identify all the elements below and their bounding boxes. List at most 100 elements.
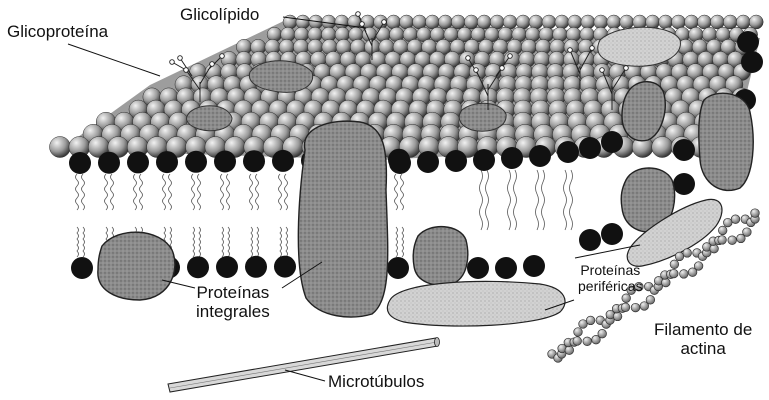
lipid-head: [335, 15, 349, 29]
phosphate-head-top: [501, 147, 523, 169]
lipid-tail-top: [250, 174, 253, 210]
lipid-tail-top: [105, 174, 108, 210]
lipid-tail-bottom: [402, 227, 404, 257]
actin-bead: [573, 337, 582, 346]
lipid-tail-top: [570, 170, 573, 230]
lipid-tail-bottom: [286, 227, 288, 257]
actin-bead: [718, 226, 727, 235]
lipid-tail-bottom: [199, 227, 201, 257]
phosphate-head-bottom: [245, 256, 267, 278]
lipid-tail-top: [486, 170, 489, 230]
actin-bead: [574, 328, 583, 337]
label-proteinas-perifericas-line2: periféricas: [578, 278, 643, 294]
actin-bead: [683, 249, 692, 258]
lipid-head: [620, 15, 634, 29]
lipid-tail-bottom: [228, 227, 230, 257]
actin-bead: [598, 329, 607, 338]
lipid-head: [438, 15, 452, 29]
actin-bead: [622, 294, 631, 303]
lipid-tail-top: [227, 174, 230, 210]
lipid-tail-top: [508, 170, 511, 230]
actin-bead: [731, 215, 740, 224]
phosphate-head-bottom: [601, 223, 623, 245]
lipid-head: [50, 137, 71, 158]
lipid-tail-bottom: [280, 227, 282, 257]
actin-bead: [613, 312, 622, 321]
phosphate-head-top: [69, 152, 91, 174]
actin-bead: [743, 228, 752, 237]
phosphate-head-top: [445, 150, 467, 172]
integral-protein-large: [298, 121, 387, 317]
actin-bead: [662, 278, 671, 287]
actin-bead: [586, 316, 595, 325]
actin-bead: [631, 303, 640, 312]
label-filamento-line1: Filamento de: [654, 320, 752, 339]
lipid-head: [451, 15, 465, 29]
lipid-head: [516, 15, 530, 29]
actin-bead: [718, 236, 727, 245]
phosphate-head-top: [214, 151, 236, 173]
label-glicoproteina: Glicoproteína: [7, 22, 108, 42]
lipid-tail-top: [76, 174, 79, 210]
surface-protein-b: [459, 103, 506, 131]
label-microtubulos: Microtúbulos: [328, 372, 424, 392]
lipid-head: [594, 15, 608, 29]
actin-bead: [670, 260, 679, 269]
actin-bead: [694, 262, 703, 271]
lipid-head: [581, 15, 595, 29]
phosphate-head-top: [417, 151, 439, 173]
phosphate-head-top: [579, 137, 601, 159]
lipid-head: [542, 15, 556, 29]
lipid-head: [697, 15, 711, 29]
lipid-head: [685, 15, 699, 29]
lipid-tail-bottom: [193, 227, 195, 257]
integral-protein-left: [98, 232, 175, 300]
lipid-head: [503, 15, 517, 29]
lipid-head: [477, 15, 491, 29]
actin-bead: [675, 252, 684, 261]
phosphate-head-bottom: [579, 229, 601, 251]
lipid-tail-top: [111, 174, 114, 210]
phosphate-head-top: [529, 145, 551, 167]
lipid-head: [607, 15, 621, 29]
phosphate-head-top: [673, 139, 695, 161]
lipid-head: [659, 15, 673, 29]
lipid-tail-top: [564, 170, 567, 230]
lipid-head: [736, 15, 750, 29]
lipid-tail-top: [285, 174, 288, 210]
surface-protein-c: [187, 106, 232, 131]
lipid-tail-bottom: [251, 227, 253, 257]
label-proteinas-perifericas-line1: Proteínas: [578, 262, 643, 278]
phosphate-head-bottom: [467, 257, 489, 279]
lipid-tail-top: [536, 170, 539, 230]
phosphate-head-top: [98, 152, 120, 174]
lipid-head: [652, 137, 673, 158]
phosphate-head-top: [272, 150, 294, 172]
lipid-head: [400, 15, 414, 29]
lipid-head: [723, 15, 737, 29]
lipid-tail-top: [514, 170, 517, 230]
phosphate-head-bottom: [216, 256, 238, 278]
peripheral-protein-bottom: [387, 281, 565, 326]
phosphate-head-bottom: [71, 257, 93, 279]
actin-bead: [646, 296, 655, 305]
actin-bead: [724, 218, 733, 227]
phosphate-head-top: [127, 151, 149, 173]
lipid-tail-top: [192, 174, 195, 210]
lipid-head: [490, 15, 504, 29]
lipid-tail-top: [134, 174, 137, 210]
lipid-head: [413, 15, 427, 29]
lipid-head: [425, 15, 439, 29]
actin-bead: [728, 236, 737, 245]
actin-bead: [751, 209, 760, 218]
phosphate-head-bottom: [274, 256, 296, 278]
lipid-tail-bottom: [396, 227, 398, 257]
lipid-tail-top: [542, 170, 545, 230]
label-filamento-line2: actina: [654, 339, 752, 358]
lipid-head: [672, 15, 686, 29]
phosphate-head-top: [557, 141, 579, 163]
lipid-head: [749, 15, 763, 29]
phosphate-head-bottom: [187, 256, 209, 278]
actin-bead: [670, 269, 679, 278]
